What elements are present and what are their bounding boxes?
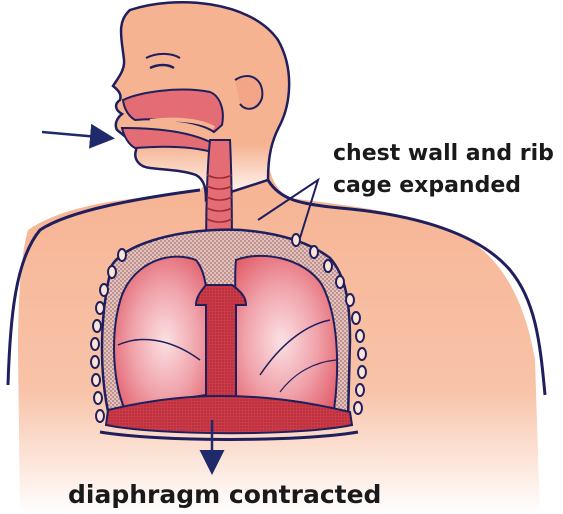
chest-label-line1: chest wall and rib: [333, 141, 554, 166]
chest-label-line2: cage expanded: [333, 173, 521, 198]
diaphragm-label: diaphragm contracted: [68, 480, 381, 509]
inhale-arrow-icon: [42, 132, 110, 138]
